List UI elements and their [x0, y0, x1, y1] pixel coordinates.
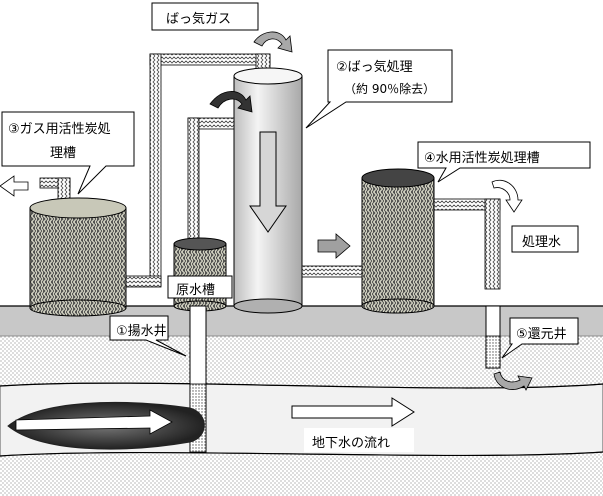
gas-pipe-to-carbon	[125, 275, 162, 288]
pumping-well-callout	[109, 315, 187, 357]
return-well-callout	[501, 317, 579, 359]
treated-pipe-down	[484, 198, 501, 290]
gas-pipe-down	[149, 53, 162, 287]
aeration-out-pipe	[295, 265, 367, 278]
return-curved-arrow	[493, 371, 533, 391]
water-carbon-callout	[417, 141, 591, 183]
gas-carbon-callout	[1, 111, 135, 195]
gas-carbon-label-line1: ③ガス用活性炭処	[8, 122, 111, 137]
water-carbon-tank	[361, 168, 435, 314]
aeration-treatment-callout	[305, 49, 453, 129]
down-flow-arrow	[249, 131, 287, 233]
aeration-treatment-label: ②ばっ気処理	[336, 60, 413, 75]
treated-water-callout	[511, 225, 579, 253]
gas-pipe-top	[149, 53, 271, 66]
groundwater-flow-callout	[304, 428, 414, 452]
treated-water-label: 処理水	[522, 235, 562, 250]
raw-water-pipe-up	[187, 117, 200, 245]
groundwater-arrow-left	[15, 409, 173, 435]
aeration-removal-label: （約 90％除去）	[344, 82, 436, 96]
raw-water-tank	[173, 237, 227, 312]
aeration-gas-callout	[151, 2, 259, 31]
groundwater-flow-arrow	[291, 397, 415, 427]
flow-arrow-to-water-tank	[317, 233, 351, 259]
gas-carbon-label-line2: 理槽	[50, 146, 77, 161]
groundwater-flow-label: 地下水の流れ	[312, 436, 391, 451]
inflow-curved-arrow	[209, 91, 253, 113]
pumping-well-label: ①揚水井	[116, 324, 167, 339]
aeration-gas-label: ばっ気ガス	[166, 12, 232, 27]
return-well-label: ⑤還元井	[516, 327, 567, 342]
gas-carbon-tank	[29, 197, 127, 317]
raw-water-callout	[167, 275, 233, 299]
gas-out-curved-arrow	[253, 31, 293, 53]
water-carbon-label: ④水用活性炭処理槽	[424, 151, 540, 166]
exhaust-arrow	[0, 175, 29, 197]
return-well-screen	[485, 335, 501, 369]
raw-water-tank-label: 原水槽	[176, 283, 216, 298]
treated-water-curved-arrow	[491, 179, 523, 213]
